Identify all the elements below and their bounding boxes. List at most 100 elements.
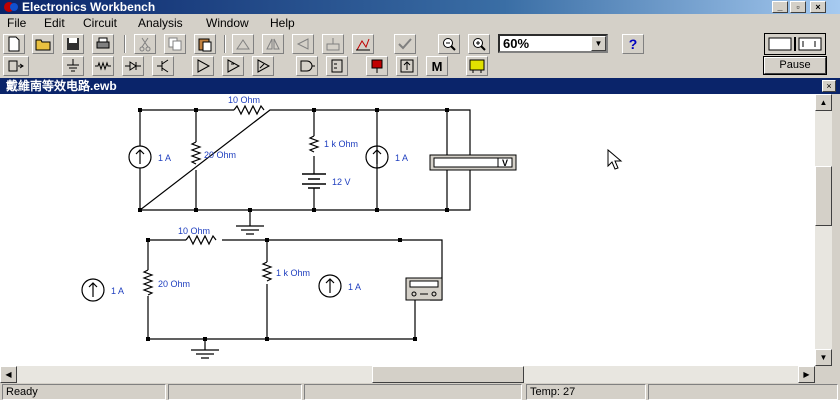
indicators-bin-button[interactable] (366, 56, 388, 76)
horizontal-scrollbar[interactable]: ◀ ▶ (0, 366, 815, 383)
print-button[interactable] (92, 34, 114, 54)
help-button[interactable]: ? (622, 34, 644, 54)
digital-ic-icon (257, 59, 271, 73)
power-switch[interactable] (764, 33, 826, 55)
multimeter[interactable] (405, 277, 443, 301)
cut-button[interactable] (134, 34, 156, 54)
bottom-resistor-1k (261, 261, 273, 282)
new-file-icon (8, 36, 20, 52)
document-title-bar[interactable]: 戴維南等效电路.ewb (0, 78, 840, 94)
scroll-corner (815, 366, 840, 383)
scroll-down-icon[interactable]: ▼ (815, 349, 832, 366)
temperature-readout: Temp: 27 (526, 384, 646, 400)
voltmeter[interactable]: V (429, 154, 517, 171)
circuit-canvas[interactable]: V 10 Ohm 20 Ohm 1 k Ohm 12 V 1 A 1 A 10 … (0, 94, 815, 366)
open-file-button[interactable] (32, 34, 54, 54)
scissors-icon (139, 37, 151, 52)
zoom-select[interactable]: 60% ▼ (498, 34, 608, 53)
diodes-bin-button[interactable] (122, 56, 144, 76)
control-icon (400, 59, 414, 73)
floppy-icon (67, 38, 79, 50)
sources-bin-button[interactable] (62, 56, 84, 76)
voltmeter-label: V (502, 158, 508, 168)
bottom-r-branch-label: 1 k Ohm (276, 268, 310, 278)
top-battery-label: 12 V (332, 177, 351, 187)
zoom-value: 60% (503, 36, 530, 51)
ground-source-icon (67, 59, 79, 72)
logic-gates-bin-button[interactable] (296, 56, 318, 76)
vertical-scrollbar[interactable]: ▲ ▼ (815, 94, 832, 366)
status-panel-3 (304, 384, 522, 400)
indicator-icon (371, 59, 383, 73)
new-file-button[interactable] (3, 34, 25, 54)
miscellaneous-bin-button[interactable]: M (426, 56, 448, 76)
bottom-source-left-label: 1 A (111, 286, 124, 296)
copy-icon (168, 37, 182, 51)
flip-horizontal-icon (266, 38, 280, 50)
bottom-r-shunt-label: 20 Ohm (158, 279, 190, 289)
folder-icon (35, 39, 51, 51)
favorites-bin-button[interactable] (3, 56, 29, 76)
scroll-right-icon[interactable]: ▶ (798, 366, 815, 383)
horizontal-scroll-thumb[interactable] (372, 366, 524, 383)
menu-window[interactable]: Window (206, 16, 249, 30)
digital-bin-button[interactable] (326, 56, 348, 76)
document-close-button[interactable]: × (822, 80, 836, 92)
diode-icon (125, 61, 141, 71)
status-panel-2 (168, 384, 302, 400)
flip-vertical-button[interactable] (292, 34, 314, 54)
paste-button[interactable] (194, 34, 216, 54)
flip-vertical-icon (296, 38, 309, 50)
zoom-in-icon (473, 38, 486, 51)
flip-horizontal-button[interactable] (262, 34, 284, 54)
vertical-scroll-thumb[interactable] (815, 166, 832, 226)
top-source-left-label: 1 A (158, 153, 171, 163)
zoom-fit-button[interactable] (394, 34, 416, 54)
controls-bin-button[interactable] (396, 56, 418, 76)
top-resistor-20ohm (190, 141, 202, 165)
menu-bar: File Edit Circuit Analysis Window Help (0, 14, 840, 32)
rotate-button[interactable] (232, 34, 254, 54)
basic-bin-button[interactable] (92, 56, 114, 76)
zoom-out-button[interactable] (438, 34, 460, 54)
instrument-icon (469, 59, 485, 73)
save-button[interactable] (62, 34, 84, 54)
restore-button[interactable]: ▫ (790, 1, 806, 13)
menu-circuit[interactable]: Circuit (83, 16, 118, 30)
status-text: Ready (2, 384, 166, 400)
mixed-ics-bin-button[interactable] (222, 56, 244, 76)
menu-edit[interactable]: Edit (44, 16, 65, 30)
title-bar[interactable]: Electronics Workbench _ ▫ × (0, 0, 840, 14)
minimize-button[interactable]: _ (772, 1, 788, 13)
check-pencil-icon (398, 38, 412, 50)
close-button[interactable]: × (810, 1, 826, 13)
bottom-source-right-label: 1 A (348, 282, 361, 292)
menu-analysis[interactable]: Analysis (138, 16, 183, 30)
bottom-resistor-10ohm (185, 234, 217, 246)
instruments-bin-button[interactable] (466, 56, 488, 76)
flip-flop-icon (331, 59, 343, 73)
pause-button[interactable]: Pause (764, 57, 826, 74)
mouse-cursor-icon (607, 148, 623, 170)
copy-button[interactable] (164, 34, 186, 54)
analog-ics-bin-button[interactable] (192, 56, 214, 76)
top-resistor-1k (308, 135, 320, 153)
create-subcircuit-button[interactable] (352, 34, 374, 54)
menu-help[interactable]: Help (270, 16, 295, 30)
zoom-out-icon (443, 38, 456, 51)
scroll-up-icon[interactable]: ▲ (815, 94, 832, 111)
zoom-in-button[interactable] (468, 34, 490, 54)
scroll-left-icon[interactable]: ◀ (0, 366, 17, 383)
component-properties-button[interactable] (322, 34, 344, 54)
status-bar: Ready Temp: 27 (0, 383, 840, 400)
digital-ics-bin-button[interactable] (252, 56, 274, 76)
transistors-bin-button[interactable] (152, 56, 174, 76)
meter-icon: M (431, 58, 443, 74)
chevron-down-icon[interactable]: ▼ (591, 36, 606, 51)
schematic: V 10 Ohm 20 Ohm 1 k Ohm 12 V 1 A 1 A 10 … (81, 95, 623, 359)
menu-file[interactable]: File (7, 16, 27, 30)
top-r-branch-label: 1 k Ohm (324, 139, 358, 149)
top-resistor-10ohm (233, 104, 265, 116)
opamp-icon (197, 59, 211, 73)
